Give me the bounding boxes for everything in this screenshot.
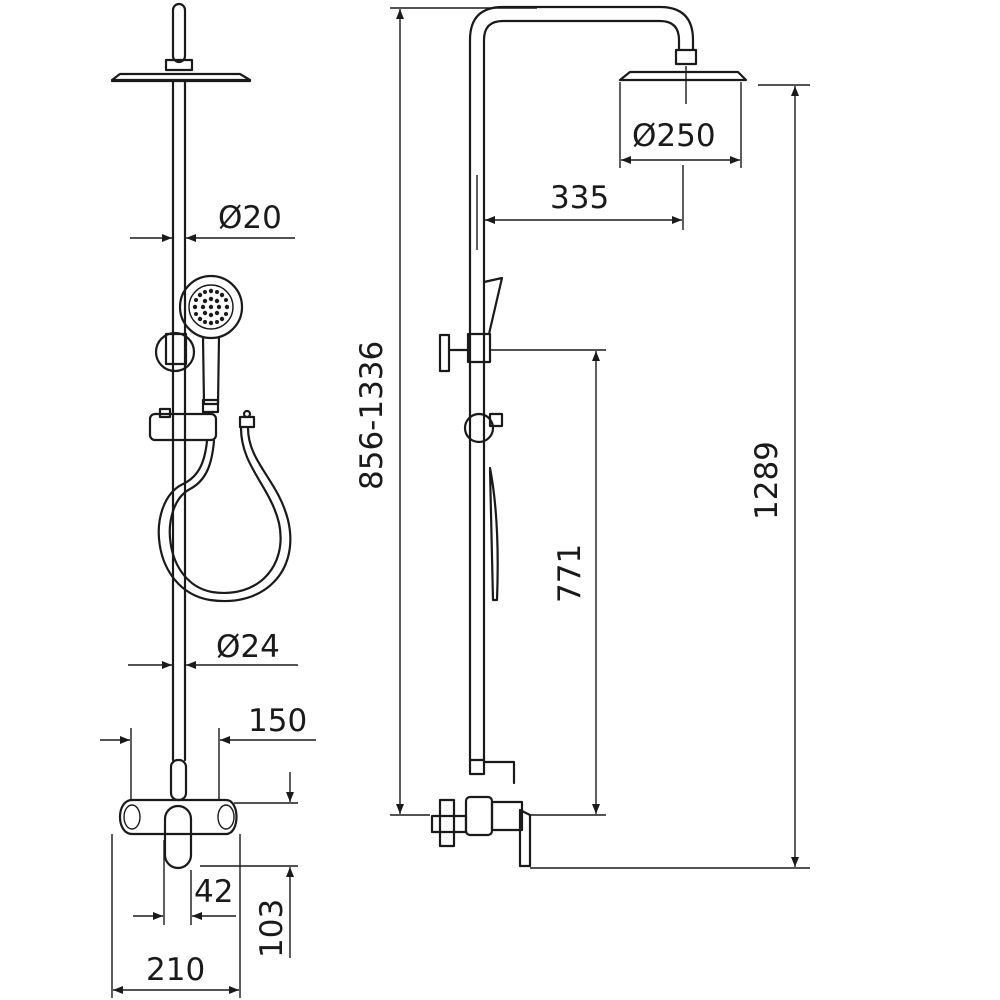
holder-height-label: 771 [552, 544, 588, 603]
dim-adjustable-height: 856-1336 [354, 7, 537, 816]
front-hand-shower [178, 274, 244, 414]
dim-head-diameter: Ø250 [619, 66, 742, 168]
dim-lever-width: 42 [133, 840, 236, 925]
side-overhead-shower-head [618, 48, 748, 82]
dim-body-diameter: Ø24 [128, 629, 298, 669]
mixer-width-label: 210 [146, 952, 205, 988]
hand-shower-nozzles [192, 288, 230, 326]
dim-inlet-spacing: 150 [100, 703, 316, 800]
dim-total-height: 1289 [530, 84, 810, 869]
dim-mixer-height: 103 [200, 772, 298, 958]
front-slider [148, 407, 218, 442]
dim-mixer-width: 210 [111, 834, 241, 998]
front-holder [154, 331, 196, 373]
side-holder [438, 276, 504, 373]
adjustable-height-label: 856-1336 [354, 341, 390, 490]
dim-arm-reach: 335 [485, 165, 684, 230]
front-mixer [119, 758, 238, 870]
front-view: Ø20 Ø24 150 103 [100, 2, 316, 998]
dim-holder-height: 771 [491, 349, 606, 816]
front-vertical-rail [171, 80, 187, 762]
side-slider [463, 412, 504, 602]
mixer-height-label: 103 [254, 899, 290, 958]
rail-diameter-label: Ø20 [218, 200, 282, 236]
inlet-spacing-label: 150 [248, 703, 307, 739]
side-view: 856-1336 Ø250 335 771 1289 [354, 5, 810, 869]
arm-reach-label: 335 [550, 180, 609, 216]
front-hose [157, 409, 292, 603]
dim-rail-diameter: Ø20 [130, 200, 295, 242]
side-rail-and-arm [468, 5, 695, 762]
front-overhead-shower-head [110, 2, 252, 83]
head-diameter-label: Ø250 [632, 118, 716, 154]
total-height-label: 1289 [749, 441, 785, 520]
lever-width-label: 42 [194, 874, 233, 910]
body-diameter-label: Ø24 [216, 629, 280, 665]
side-mixer [430, 758, 532, 868]
